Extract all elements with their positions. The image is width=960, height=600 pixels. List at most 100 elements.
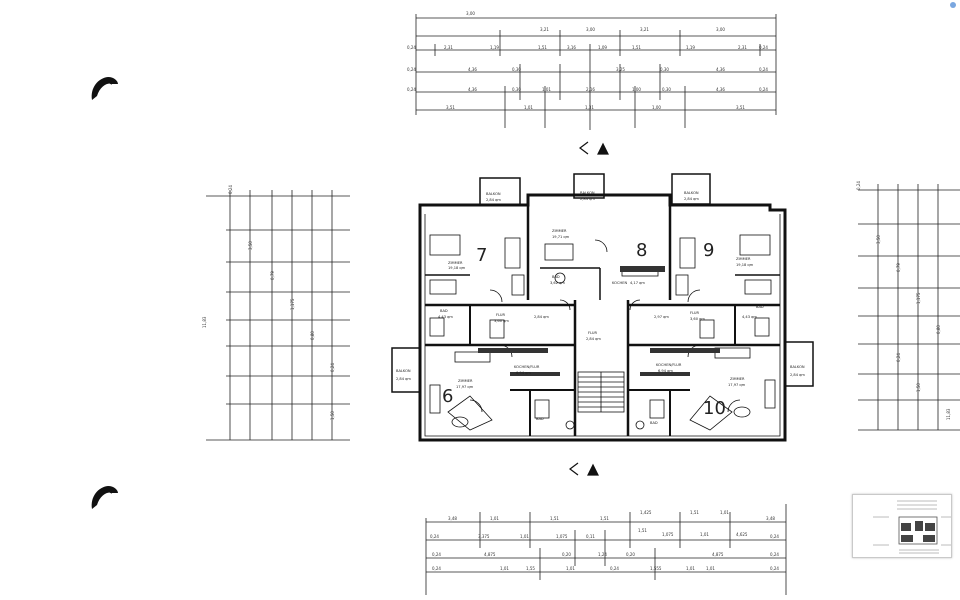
right-dimension-chain bbox=[858, 184, 960, 431]
status-indicator-icon bbox=[950, 2, 956, 8]
room-label: KOCHEN/FLUR bbox=[514, 365, 540, 369]
dim-label: 1,01 bbox=[720, 510, 729, 515]
room-area: 3,62 qm bbox=[550, 281, 565, 285]
dim-label: 1,51 bbox=[690, 510, 699, 515]
dim-label: 4,36 bbox=[468, 87, 477, 92]
room-label: BALKON bbox=[790, 365, 805, 369]
dim-label: 0,24 bbox=[770, 534, 779, 539]
room-area: 2,84 qm bbox=[684, 197, 699, 201]
dim-label: 3,00 bbox=[716, 27, 725, 32]
dim-label: 0,24 bbox=[759, 67, 768, 72]
dim-label: 1,01 bbox=[566, 566, 575, 571]
apartment-number-7: 7 bbox=[476, 245, 487, 266]
dim-label: 0,24 bbox=[330, 363, 335, 372]
dim-label: 3,21 bbox=[540, 27, 549, 32]
room-label: FLUR bbox=[588, 331, 598, 335]
dim-label: 1,51 bbox=[550, 516, 559, 521]
dim-label: 0,24 bbox=[759, 87, 768, 92]
dim-label: 1,51 bbox=[538, 45, 547, 50]
dim-label: 3,00 bbox=[586, 27, 595, 32]
room-label: ZIMMER bbox=[736, 257, 751, 261]
dim-label: 3,16 bbox=[567, 45, 576, 50]
room-area: 4,17 qm bbox=[630, 281, 645, 285]
dim-label: 1,175 bbox=[916, 292, 921, 304]
dim-label: 0,24 bbox=[610, 566, 619, 571]
dim-label: 1,01 bbox=[500, 566, 509, 571]
dim-label: 0,24 bbox=[430, 534, 439, 539]
room-area: 3,60 qm bbox=[690, 317, 705, 321]
dim-label: 1,01 bbox=[490, 516, 499, 521]
dim-label: 0,24 bbox=[770, 566, 779, 571]
dim-label: 1,50 bbox=[916, 383, 921, 392]
room-label: BALKON bbox=[486, 192, 501, 196]
right-dimension-labels: 0,24 3,50 0,79 1,175 0,80 0,24 1,50 11,8… bbox=[856, 181, 951, 420]
room-label: BALKON bbox=[396, 369, 411, 373]
balcony-10 bbox=[784, 341, 814, 387]
room-label: BAD bbox=[650, 421, 658, 425]
apartment-number-6: 6 bbox=[442, 386, 453, 407]
apartment-number-10: 10 bbox=[703, 398, 726, 419]
left-dimension-chain bbox=[206, 190, 350, 441]
dim-label: 3,50 bbox=[248, 241, 253, 250]
top-dimension-labels: 3,00 3,21 3,00 3,21 3,00 0,24 2,31 1,19 … bbox=[407, 11, 768, 110]
dim-label: 1,01 bbox=[520, 534, 529, 539]
dim-label: 1,555 bbox=[650, 566, 662, 571]
page-thumbnail[interactable] bbox=[852, 494, 952, 558]
dim-label: 3,50 bbox=[876, 235, 881, 244]
room-label: BAD bbox=[440, 309, 448, 313]
room-area: 19,18 qm bbox=[448, 266, 466, 270]
room-area: 2,84 qm bbox=[790, 373, 805, 377]
room-label: ZIMMER bbox=[458, 379, 473, 383]
dim-label: 2,16 bbox=[586, 87, 595, 92]
dim-label: 0,24 bbox=[770, 552, 779, 557]
staircase bbox=[577, 371, 625, 413]
dim-label: 0,80 bbox=[936, 325, 941, 334]
dim-label: 1,175 bbox=[290, 298, 295, 310]
thumbnail-preview bbox=[853, 495, 951, 557]
north-arrow-bottom bbox=[91, 486, 118, 509]
dim-label: 0,30 bbox=[660, 67, 669, 72]
dim-label: 1,075 bbox=[556, 534, 568, 539]
dim-label: 4,625 bbox=[736, 532, 748, 537]
room-label: KOCHEN bbox=[612, 281, 627, 285]
dim-label: 1,31 bbox=[585, 105, 594, 110]
dim-label: 0,20 bbox=[626, 552, 635, 557]
bottom-dimension-chain bbox=[425, 504, 787, 595]
dim-label: 1,01 bbox=[706, 566, 715, 571]
dim-label: 3,51 bbox=[736, 105, 745, 110]
dim-label: 11,83 bbox=[946, 408, 951, 420]
dim-label: 0,24 bbox=[759, 45, 768, 50]
dim-label: 1,01 bbox=[524, 105, 533, 110]
room-area: 17,97 qm bbox=[728, 383, 746, 387]
dim-label: 1,075 bbox=[662, 532, 674, 537]
apartment-numbers: 7 8 9 6 10 bbox=[442, 240, 726, 419]
room-area: 2,84 qm bbox=[396, 377, 411, 381]
balcony-7 bbox=[479, 177, 521, 206]
room-label: BALKON bbox=[580, 191, 595, 195]
balcony-8 bbox=[573, 173, 605, 199]
dim-label: 3,375 bbox=[478, 534, 490, 539]
dim-label: 3,48 bbox=[448, 516, 457, 521]
left-dimension-labels: 11,83 0,24 3,50 0,79 1,175 0,80 0,24 1,5… bbox=[202, 185, 335, 420]
dim-label: 0,11 bbox=[586, 534, 595, 539]
room-area: 4,43 qm bbox=[438, 315, 453, 319]
dim-label: 1,24 bbox=[598, 552, 607, 557]
room-area: 2,84 qm bbox=[580, 197, 595, 201]
dim-label: 3,21 bbox=[640, 27, 649, 32]
north-arrow-top bbox=[91, 77, 118, 100]
dim-label: 1,00 bbox=[652, 105, 661, 110]
dim-label: 0,24 bbox=[432, 552, 441, 557]
dim-label: 1,51 bbox=[638, 528, 647, 533]
section-marker-top bbox=[579, 141, 609, 155]
room-labels: ZIMMER 19,18 qm BAD 4,43 qm BALKON 2,84 … bbox=[396, 191, 805, 425]
dim-label: 0,20 bbox=[562, 552, 571, 557]
dim-label: 3,25 bbox=[616, 67, 625, 72]
bottom-dimension-labels: 3,48 1,01 1,51 1,51 1,425 1,51 1,01 3,48… bbox=[430, 510, 779, 571]
section-marker-bottom bbox=[569, 462, 599, 476]
room-label: BALKON bbox=[684, 191, 699, 195]
dim-label: 4,36 bbox=[716, 67, 725, 72]
dim-label: 3,51 bbox=[446, 105, 455, 110]
dim-label: 1,01 bbox=[686, 566, 695, 571]
room-area: 6,94 qm bbox=[516, 371, 531, 375]
room-label: ZIMMER bbox=[730, 377, 745, 381]
